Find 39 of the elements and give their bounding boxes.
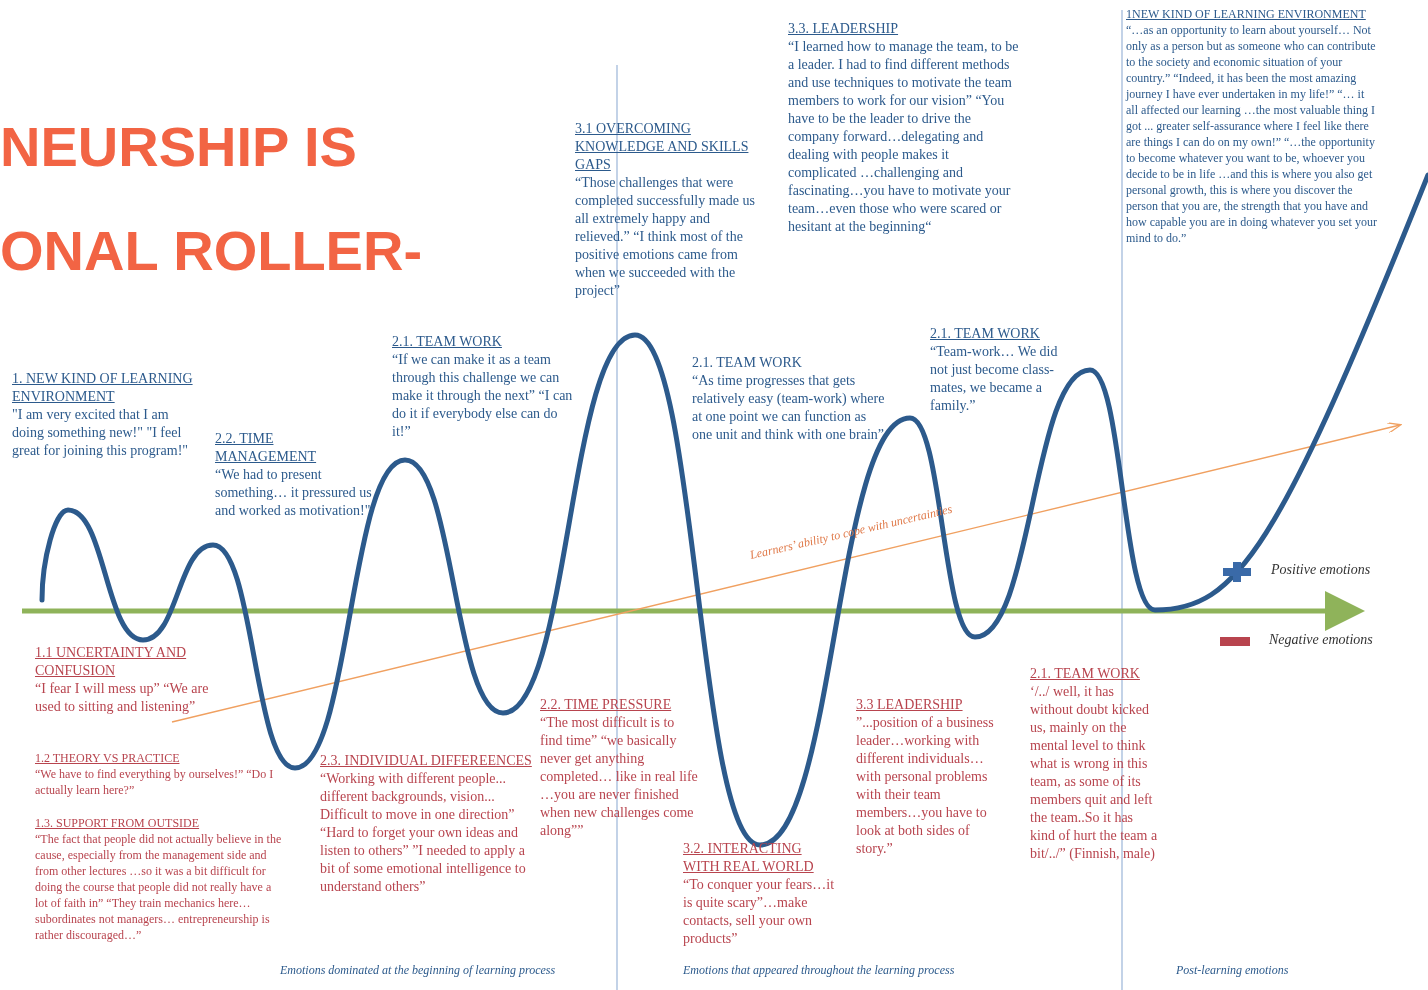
trend-label: Learners’ ability to cope with uncertainties bbox=[748, 501, 954, 563]
section-heading: 1.3. SUPPORT FROM OUTSIDE bbox=[35, 816, 200, 830]
legend-label: Positive emotions bbox=[1271, 562, 1371, 578]
quote-text: “If we can make it as a team through this challenge we can make it through the next” “I can do it if everybody else can do it!” bbox=[392, 351, 574, 441]
quote-text: “The fact that people did not actually believe in the cause, especially from the management side and from other lectures …so it was a bit difficult for doing the course that people did not really have a lot of faith in” “They train mechanics here…subordinates not managers… entrepreneurship is rather discouraged…” bbox=[35, 831, 283, 943]
section-heading: 2.2. TIME MANAGEMENT bbox=[215, 431, 317, 464]
section-heading: 3.1 OVERCOMING KNOWLEDGE AND SKILLS GAPS bbox=[575, 121, 749, 172]
phase-caption: Emotions that appeared throughout the learning process bbox=[683, 963, 955, 978]
quote-text: “As time progresses that gets relatively easy (team-work) where at one point we can function as one unit and think with one brain” bbox=[692, 372, 886, 444]
quote-text: “I learned how to manage the team, to be a leader. I had to find different methods and use techniques to motivate the team members to work for our vision” “You have to be the leader to drive the company forward…delegating and dealing with people makes it complicated …challenging and fascinating…you have to motivate your team…even those who were scared or hesitant at the beginning“ bbox=[788, 38, 1020, 236]
phase-caption: Post-learning emotions bbox=[1176, 963, 1289, 978]
title: NEURSHIP IS ONAL ROLLER- bbox=[0, 114, 424, 284]
quote-text: “The most difficult is to find time” “we basically never get anything completed… like in real life …you are never finished when new challenges come along”” bbox=[540, 714, 698, 840]
quote-text: "I am very excited that I am doing something new!" "I feel great for joining this program!" bbox=[12, 406, 189, 460]
quote-text: “We have to find everything by ourselves!” “Do I actually learn here?” bbox=[35, 766, 275, 798]
section-heading: 3.2. INTERACTING WITH REAL WORLD bbox=[683, 841, 814, 874]
section-heading: 2.3. INDIVIDUAL DIFFEREENCES bbox=[320, 753, 532, 768]
quote-text: “I fear I will mess up” “We are used to sitting and listening” bbox=[35, 680, 210, 716]
legend-label: Negative emotions bbox=[1269, 632, 1373, 648]
quote-text: “Working with different people... different backgrounds, vision... Difficult to move in one direction” “Hard to forget your own ideas and listen to others” ”I needed to apply a bit of some emotional intelligence to understand others” bbox=[320, 770, 527, 896]
quote-text: ”...position of a business leader…working with different individuals…with personal problems with their team members…you have to look at both sides of story.” bbox=[856, 714, 995, 858]
quote-text: “To conquer your fears…it is quite scary”…make contacts, sell your own products” bbox=[683, 876, 835, 948]
section-heading: 2.1. TEAM WORK bbox=[692, 355, 802, 370]
quote-text: “Those challenges that were completed successfully made us all extremely happy and relieved.” “I think most of the positive emotions came from when we succeeded with the project” bbox=[575, 174, 756, 300]
section-heading: 3.3. LEADERSHIP bbox=[788, 21, 899, 36]
quote-text: “Team-work… We did not just become class-mates, we became a family.” bbox=[930, 343, 1059, 415]
section-heading: 3.3 LEADERSHIP bbox=[856, 697, 963, 712]
section-heading: 2.1. TEAM WORK bbox=[930, 326, 1040, 341]
quote-text: ‘/../ well, it has without doubt kicked us, mainly on the mental level to think what is wrong in this team, as some of its members quit and left the team..So it has kind of hurt the team a bit/../” (Finnish, male) bbox=[1030, 683, 1159, 863]
section-heading: 2.1. TEAM WORK bbox=[1030, 666, 1140, 681]
section-heading: 1.1 UNCERTAINTY AND CONFUSION bbox=[35, 645, 187, 678]
quote-text: “We had to present something… it pressured us and worked as motivation!" bbox=[215, 466, 373, 520]
section-heading: 1. NEW KIND OF LEARNING ENVIRONMENT bbox=[12, 371, 193, 404]
section-heading: 1NEW KIND OF LEARNING ENVIRONMENT bbox=[1126, 7, 1366, 21]
section-heading: 1.2 THEORY VS PRACTICE bbox=[35, 751, 180, 765]
section-heading: 2.2. TIME PRESSURE bbox=[540, 697, 672, 712]
section-heading: 2.1. TEAM WORK bbox=[392, 334, 502, 349]
phase-caption: Emotions dominated at the beginning of learning process bbox=[280, 963, 556, 978]
quote-text: “…as an opportunity to learn about yourself… Not only as a person but as someone who can contribute to the society and economic situation of your country.” “Indeed, it has been the most amazing journey I have ever undertaken in my life!” “… it all affected our learning …the most valuable thing I got ... greater self-assurance where I feel like there are things I can do on my own!” “…the opportunity to become whatever you want to be, whoever you decide to be in life …and this is where you also get personal growth, this is where you discover the person that you are, the strength that you have and how capable you are in doing whatever you set your mind to do.” bbox=[1126, 22, 1378, 246]
